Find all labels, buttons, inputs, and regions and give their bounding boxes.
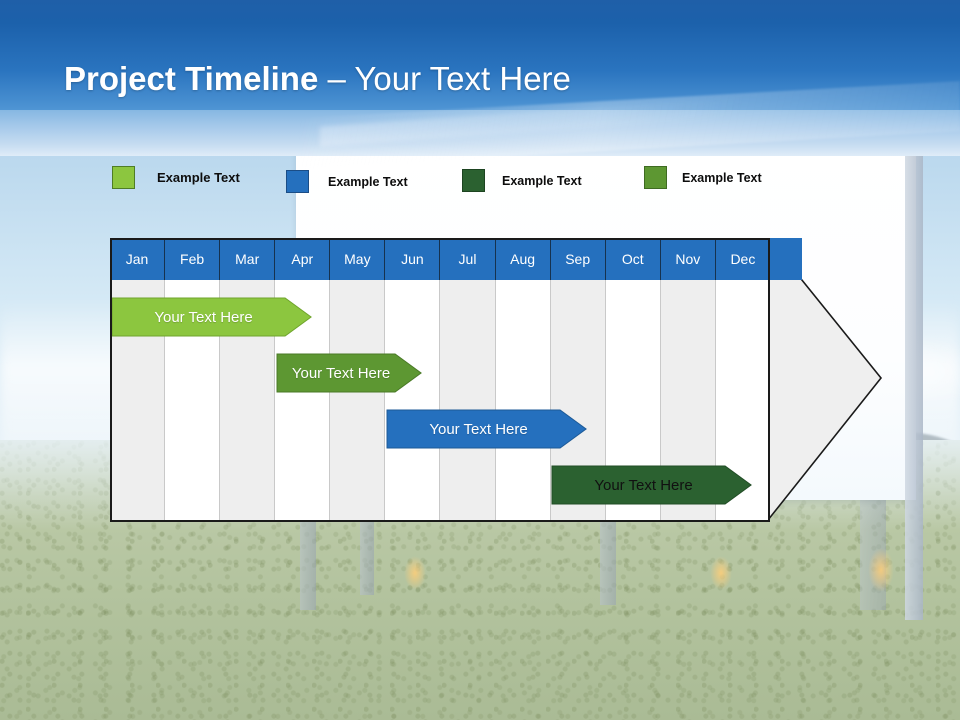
task-bar-shape	[386, 409, 587, 449]
timeline-task-bar-1[interactable]: Your Text Here	[111, 297, 312, 337]
legend-swatch-icon	[462, 169, 485, 192]
task-bar-shape	[276, 353, 422, 393]
timeline-column-aug	[495, 280, 551, 522]
billboard-lamp	[710, 556, 732, 590]
month-header-mar[interactable]: Mar	[220, 238, 276, 280]
timeline-task-bar-4[interactable]: Your Text Here	[551, 465, 752, 505]
timeline-column-jun	[385, 280, 441, 522]
month-header-nov[interactable]: Nov	[660, 238, 716, 280]
legend-item-label: Example Text	[682, 170, 762, 185]
page-title-separator: –	[318, 60, 355, 97]
billboard-lamp	[404, 556, 426, 590]
page-title-bold: Project Timeline	[64, 60, 319, 97]
page-title-light: Your Text Here	[354, 60, 571, 97]
legend-item-label: Example Text	[502, 173, 582, 188]
legend: Example Text Example Text Example Text E…	[110, 166, 810, 196]
title-banner	[0, 0, 960, 128]
task-bar-shape	[551, 465, 752, 505]
month-header-aug[interactable]: Aug	[495, 238, 551, 280]
month-header-jan[interactable]: Jan	[110, 238, 166, 280]
title-banner-fade	[0, 110, 960, 156]
month-header-feb[interactable]: Feb	[165, 238, 221, 280]
legend-item-1[interactable]: Example Text	[112, 166, 240, 189]
legend-swatch-icon	[286, 170, 309, 193]
billboard-post	[360, 500, 374, 595]
legend-swatch-icon	[112, 166, 135, 189]
billboard-right-post	[905, 150, 923, 620]
month-header-jun[interactable]: Jun	[385, 238, 441, 280]
timeline-task-bar-2[interactable]: Your Text Here	[276, 353, 422, 393]
billboard-lamp	[868, 548, 894, 592]
month-header-dec[interactable]: Dec	[715, 238, 770, 280]
page-title: Project Timeline – Your Text Here	[64, 56, 571, 102]
billboard-post	[300, 500, 316, 610]
legend-swatch-icon	[644, 166, 667, 189]
month-header-sep[interactable]: Sep	[550, 238, 606, 280]
legend-item-label: Example Text	[157, 170, 240, 185]
timeline-task-bar-3[interactable]: Your Text Here	[386, 409, 587, 449]
legend-item-3[interactable]: Example Text	[462, 169, 582, 192]
legend-item-2[interactable]: Example Text	[286, 170, 408, 193]
month-header-apr[interactable]: Apr	[275, 238, 331, 280]
month-header-jul[interactable]: Jul	[440, 238, 496, 280]
timeline-arrow-head	[765, 237, 886, 524]
legend-item-label: Example Text	[328, 174, 408, 189]
month-header-oct[interactable]: Oct	[605, 238, 661, 280]
task-bar-shape	[111, 297, 312, 337]
billboard-post	[600, 505, 616, 605]
timeline-columns	[110, 280, 770, 522]
timeline-column-jul	[440, 280, 496, 522]
timeline-column-may	[330, 280, 386, 522]
legend-item-4[interactable]: Example Text	[644, 166, 762, 189]
month-header-may[interactable]: May	[330, 238, 386, 280]
